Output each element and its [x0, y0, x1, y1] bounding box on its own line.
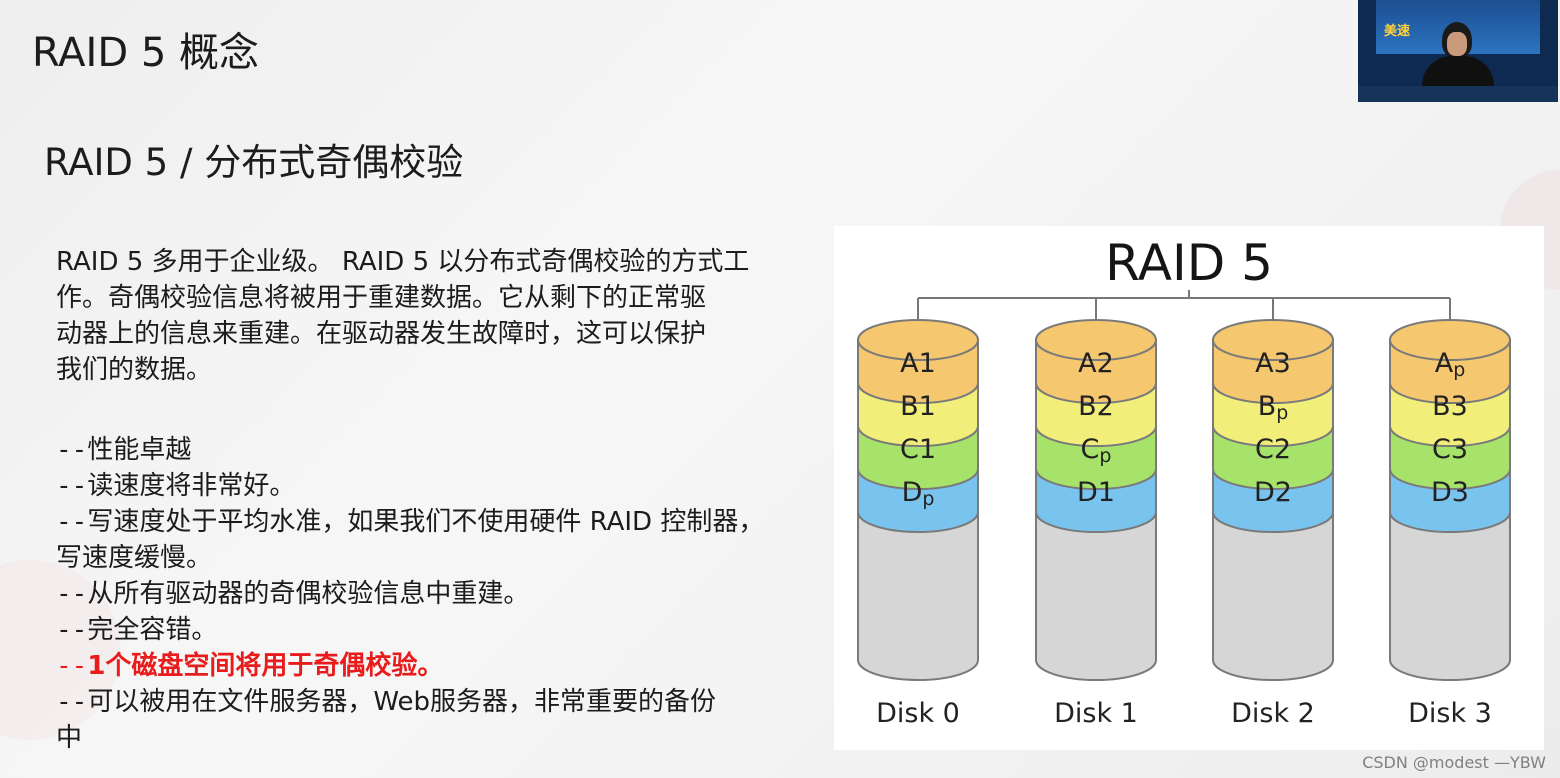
disk-top	[1212, 319, 1334, 361]
stripe-label: C2	[1255, 434, 1291, 465]
bullet-item: --读速度将非常好。	[56, 468, 831, 504]
presenter-desk	[1358, 86, 1558, 102]
intro-line: 动器上的信息来重建。在驱动器发生故障时，这可以保护	[56, 319, 707, 349]
bullet-text: 写速度缓慢。	[56, 543, 213, 573]
stripe-label: C3	[1432, 434, 1468, 465]
disk-label: Disk 2	[1231, 698, 1315, 729]
bullet-item: --写速度处于平均水准，如果我们不使用硬件 RAID 控制器， 写速度缓慢。	[56, 504, 831, 576]
bullet-dash: --	[56, 615, 88, 645]
bullet-item-highlight: --1个磁盘空间将用于奇偶校验。	[56, 648, 831, 684]
stripe-label: Cp	[1081, 434, 1112, 467]
stripe-label: C1	[900, 434, 936, 465]
stripe-label: B1	[900, 391, 936, 422]
webcam-overlay: 美速	[1358, 0, 1558, 102]
intro-line: RAID 5 多用于企业级。 RAID 5 以分布式奇偶校验的方式工	[56, 247, 750, 277]
stripe-label: B2	[1078, 391, 1114, 422]
intro-paragraph: RAID 5 多用于企业级。 RAID 5 以分布式奇偶校验的方式工 作。奇偶校…	[56, 244, 831, 388]
stripe-label: D2	[1254, 477, 1292, 508]
intro-line: 我们的数据。	[56, 355, 213, 385]
stripe-label: Bp	[1258, 391, 1289, 424]
stripe-label: A2	[1078, 348, 1114, 379]
bullet-dash: --	[56, 687, 88, 717]
bullet-text: 读速度将非常好。	[87, 471, 296, 501]
bullet-text: 中	[56, 723, 83, 753]
diagram-title: RAID 5	[1105, 234, 1273, 292]
slide-subtitle: RAID 5 / 分布式奇偶校验	[44, 141, 464, 184]
stripe-label: A1	[900, 348, 936, 379]
disk-label: Disk 3	[1408, 698, 1492, 729]
bullet-dash: --	[56, 507, 88, 537]
slide-body: RAID 5 多用于企业级。 RAID 5 以分布式奇偶校验的方式工 作。奇偶校…	[56, 244, 831, 756]
bullet-item: --性能卓越	[56, 432, 831, 468]
bullet-dash: --	[56, 435, 88, 465]
bullet-item: --完全容错。	[56, 612, 831, 648]
bullet-item: --可以被用在文件服务器，Web服务器，非常重要的备份中	[56, 684, 831, 756]
disk-top	[857, 319, 979, 361]
bullet-dash: --	[56, 651, 88, 681]
stripe-label: D1	[1077, 477, 1115, 508]
disk-label: Disk 0	[876, 698, 960, 729]
stripe-label: A3	[1255, 348, 1291, 379]
stripe-label: B3	[1432, 391, 1468, 422]
bullet-text: 写速度处于平均水准，如果我们不使用硬件 RAID 控制器，	[87, 507, 765, 537]
bullet-dash: --	[56, 579, 88, 609]
disk-top	[1035, 319, 1157, 361]
disk-top	[1389, 319, 1511, 361]
bullet-text: 性能卓越	[87, 435, 192, 465]
bullet-dash: --	[56, 471, 88, 501]
watermark: CSDN @modest —YBW	[1362, 753, 1546, 772]
stripe-label: Ap	[1435, 348, 1466, 381]
disk-empty-space	[1035, 511, 1157, 681]
slide-title: RAID 5 概念	[32, 30, 260, 76]
disk-label: Disk 1	[1054, 698, 1138, 729]
bullet-text: 完全容错。	[87, 615, 218, 645]
disk-empty-space	[857, 511, 979, 681]
disk-empty-space	[1212, 511, 1334, 681]
disk-empty-space	[1389, 511, 1511, 681]
presenter-face	[1447, 32, 1467, 56]
webcam-banner-text: 美速	[1384, 24, 1411, 39]
bullet-text: 可以被用在文件服务器，Web服务器，非常重要的备份	[87, 687, 716, 717]
stripe-label: Dp	[902, 477, 935, 510]
intro-line: 作。奇偶校验信息将被用于重建数据。它从剩下的正常驱	[56, 283, 707, 313]
stripe-label: D3	[1431, 477, 1469, 508]
bullet-item: --从所有驱动器的奇偶校验信息中重建。	[56, 576, 831, 612]
bullet-text: 1个磁盘空间将用于奇偶校验。	[87, 651, 444, 681]
bullet-text: 从所有驱动器的奇偶校验信息中重建。	[87, 579, 530, 609]
